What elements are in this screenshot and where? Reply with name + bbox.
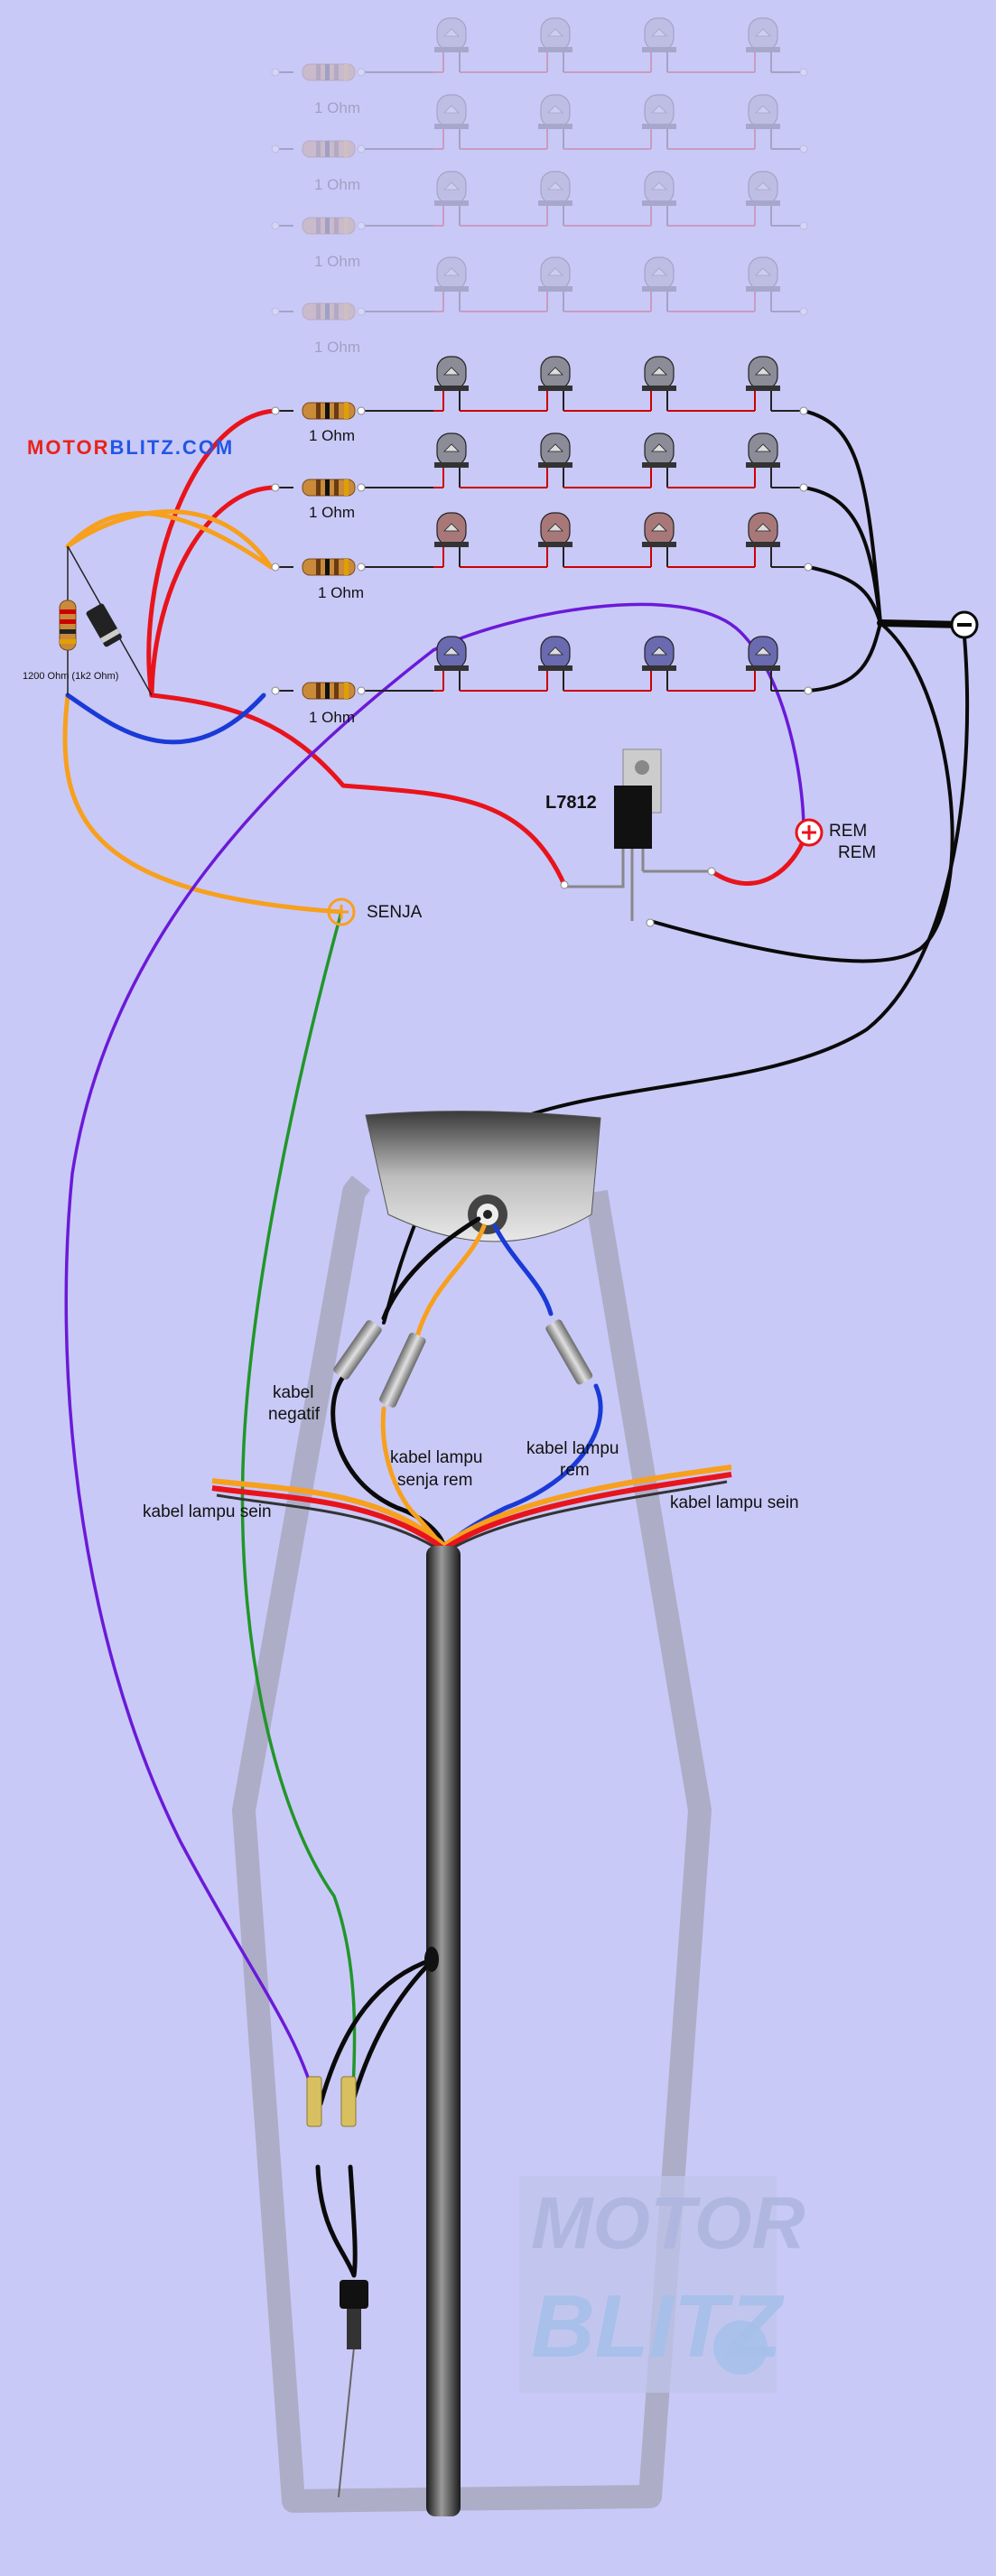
regulator-label: L7812 (545, 793, 597, 813)
resistor-label: 1 Ohm (314, 176, 360, 193)
rem-label-2: REM (838, 843, 876, 862)
senja-label: SENJA (367, 903, 423, 922)
led (642, 94, 676, 149)
led (746, 356, 780, 411)
resistor-1-ohm (302, 217, 356, 235)
led (642, 636, 676, 691)
faded-led-row: 1 Ohm (271, 256, 808, 356)
resistor-1200-label: 1200 Ohm (1k2 Ohm) (23, 671, 118, 682)
regulator-l7812 (560, 749, 716, 927)
resistor-1-ohm (302, 140, 356, 158)
faded-led-row: 1 Ohm (271, 17, 808, 116)
resistor-label: 1 Ohm (318, 584, 364, 601)
faded-led-rows: 1 Ohm 1 Ohm 1 Ohm 1 Ohm (271, 17, 808, 356)
led (538, 171, 572, 226)
led (434, 356, 469, 411)
led (642, 256, 676, 312)
resistor-1-ohm (302, 302, 356, 321)
side-resistor-1200-ohm (59, 546, 77, 695)
svg-text:MOTOR: MOTOR (531, 2182, 805, 2264)
diode (67, 545, 153, 696)
resistor-label: 1 Ohm (309, 427, 355, 444)
led (538, 17, 572, 72)
brand-logo: MOTORBLITZ.COM (27, 436, 234, 459)
kabel-senja-label: kabel lampu (390, 1448, 482, 1467)
lamp-housing (365, 1111, 601, 1242)
faded-led-row: 1 Ohm (271, 171, 808, 270)
led (746, 432, 780, 488)
led (746, 171, 780, 226)
led (642, 512, 676, 567)
resistor-label: 1 Ohm (309, 504, 355, 521)
led (538, 512, 572, 567)
led (434, 256, 469, 312)
resistor-1-ohm (302, 63, 356, 81)
led-row: 1 Ohm (271, 512, 813, 601)
led (434, 432, 469, 488)
led (642, 17, 676, 72)
led (434, 17, 469, 72)
led (642, 356, 676, 411)
led (434, 94, 469, 149)
led (642, 432, 676, 488)
wire-connectors (306, 1319, 593, 2349)
wires (62, 408, 970, 2497)
led-row: 1 Ohm (271, 636, 813, 726)
resistor-1-ohm (302, 479, 356, 497)
led (746, 94, 780, 149)
led (642, 171, 676, 226)
sein-right-label: kabel lampu sein (670, 1493, 799, 1512)
sein-left-label: kabel lampu sein (143, 1502, 272, 1521)
led (434, 512, 469, 567)
led (746, 17, 780, 72)
led-rows: 1 Ohm 1 Ohm 1 Ohm 1 Ohm (271, 356, 813, 726)
faded-led-row: 1 Ohm (271, 94, 808, 193)
pole (424, 1546, 461, 2516)
led (746, 636, 780, 691)
negative-terminal (950, 610, 979, 639)
kabel-negatif-label-2: negatif (268, 1405, 321, 1424)
kabel-rem-label: kabel lampu (526, 1439, 619, 1458)
resistor-label: 1 Ohm (314, 99, 360, 116)
resistor-label: 1 Ohm (314, 253, 360, 270)
led-row: 1 Ohm (271, 356, 808, 444)
led (538, 636, 572, 691)
led (538, 432, 572, 488)
led (434, 171, 469, 226)
watermark-logo: MOTOR BLITZ (519, 2176, 805, 2393)
sein-cables (211, 1465, 732, 1555)
resistor-label: 1 Ohm (314, 339, 360, 356)
resistor-label: 1 Ohm (309, 709, 355, 726)
kabel-senja-label-2: senja rem (397, 1471, 472, 1490)
led (538, 94, 572, 149)
resistor-1-ohm (302, 682, 356, 700)
led (538, 256, 572, 312)
senja-terminal (327, 897, 356, 926)
rem-terminal (795, 818, 824, 847)
led (746, 512, 780, 567)
led (746, 256, 780, 312)
resistor-1-ohm (302, 558, 356, 576)
frame (232, 1175, 712, 2513)
resistor-1-ohm (302, 402, 356, 420)
kabel-negatif-label: kabel (273, 1383, 313, 1402)
rem-label: REM (829, 822, 867, 841)
led (538, 356, 572, 411)
kabel-rem-label-2: rem (560, 1461, 590, 1480)
led (434, 636, 469, 691)
led-row: 1 Ohm (271, 432, 808, 521)
